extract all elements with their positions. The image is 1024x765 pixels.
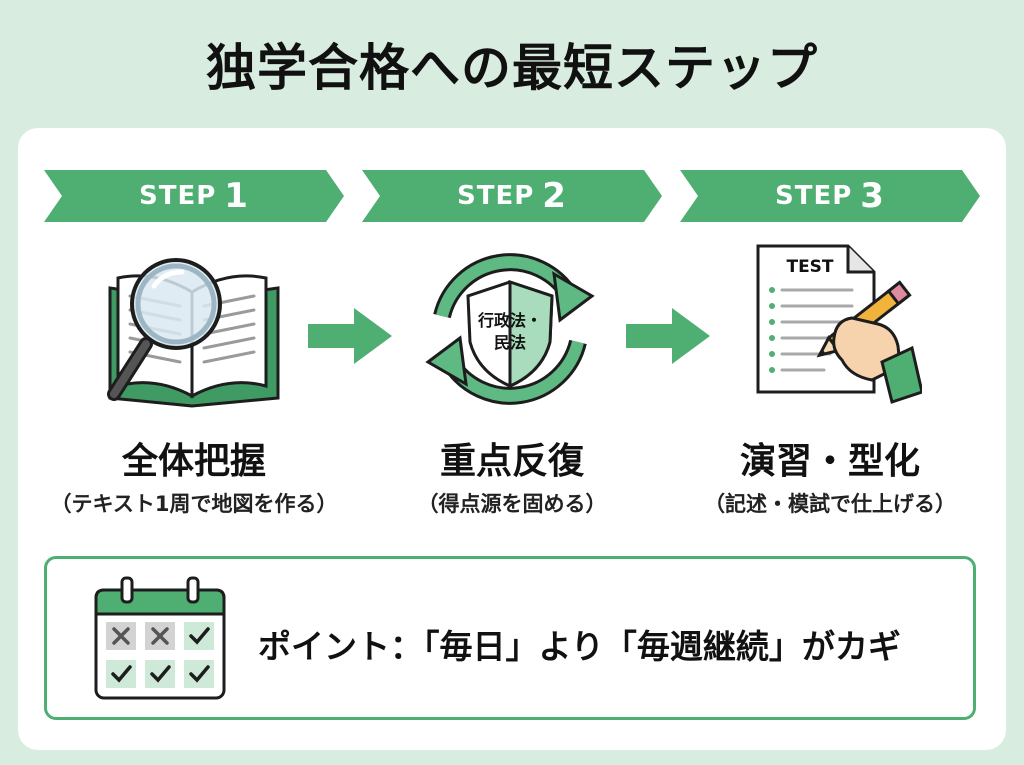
magnifier-book-icon — [107, 258, 280, 408]
step-3-number: 3 — [860, 176, 885, 216]
step-1-number: 1 — [224, 176, 249, 216]
arrow-right-icon — [308, 308, 392, 364]
arrow-right-icon — [626, 308, 710, 364]
paper-label: TEST — [786, 257, 833, 277]
page-title: 独学合格への最短ステップ — [206, 39, 818, 97]
step-2-title: 重点反復 — [439, 441, 584, 482]
test-pencil-icon: TEST — [756, 244, 922, 404]
point-text: ポイント：「毎日」より「毎週継続」がカギ — [258, 627, 901, 666]
step-2-label: STEP — [457, 181, 535, 211]
step-3-label: STEP — [775, 181, 853, 211]
step-1-subtitle: （テキスト1周で地図を作る） — [50, 492, 338, 516]
calendar-icon — [94, 576, 226, 700]
step-2-banner: STEP 2 — [362, 170, 662, 222]
cycle-shield-icon: 行政法・ 民法 — [425, 253, 595, 405]
step-1-title: 全体把握 — [121, 441, 266, 482]
step-2-number: 2 — [542, 176, 567, 216]
step-1-label: STEP — [139, 181, 217, 211]
step-1-banner: STEP 1 — [44, 170, 344, 222]
step-3-subtitle: （記述・模試で仕上げる） — [704, 492, 956, 516]
shield-line-1: 行政法・ — [477, 311, 542, 330]
step-3-banner: STEP 3 — [680, 170, 980, 222]
banner-shape — [362, 170, 662, 222]
shield-line-2: 民法 — [494, 333, 526, 352]
step-2-subtitle: （得点源を固める） — [417, 492, 607, 516]
banner-shape — [680, 170, 980, 222]
banner-shape — [44, 170, 344, 222]
step-3-title: 演習・型化 — [739, 441, 920, 482]
